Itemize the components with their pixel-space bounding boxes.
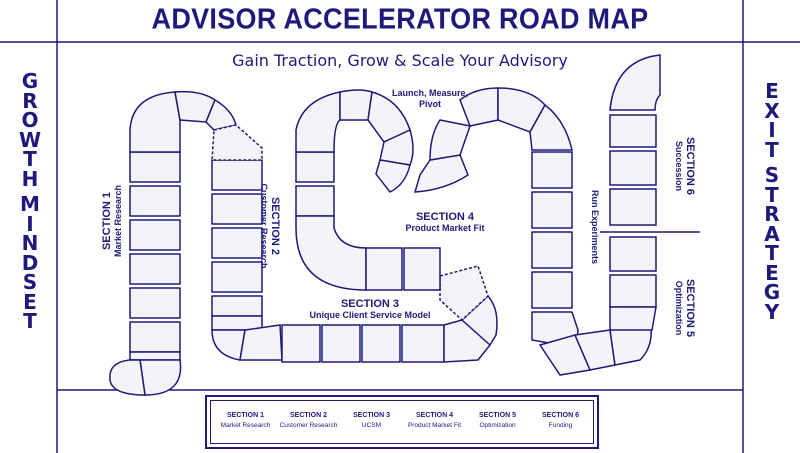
legend-heading: SECTION 5 — [479, 412, 516, 419]
side-letter: E — [765, 260, 779, 285]
section-5-6-track — [600, 54, 700, 331]
legend-item: SECTION 2 Customer Research — [276, 412, 341, 429]
legend-heading: SECTION 2 — [290, 412, 327, 419]
section-2-track — [211, 124, 263, 361]
section-1-label: SECTION 1 Market Research — [101, 171, 123, 271]
side-letter: E — [23, 289, 37, 314]
side-letter: I — [26, 211, 34, 236]
side-letter: M — [20, 192, 40, 216]
side-letter: H — [21, 166, 39, 191]
legend-heading: SECTION 4 — [416, 412, 453, 419]
launch-measure-pivot-label: Launch, Measure, Pivot — [391, 88, 469, 109]
section-6-sub: Succession — [674, 140, 684, 192]
legend-item: SECTION 3 UCSM — [339, 412, 404, 429]
side-letter: T — [765, 182, 779, 207]
section-3-heading: SECTION 3 — [340, 298, 400, 310]
section-2-heading: SECTION 2 — [269, 196, 281, 256]
section-4-label: SECTION 4 Product Market Fit — [385, 211, 505, 233]
section-1-sub: Market Research — [113, 184, 123, 258]
side-letter: S — [22, 270, 38, 294]
legend-heading: SECTION 3 — [353, 412, 390, 419]
section-5-heading: SECTION 5 — [684, 278, 696, 338]
side-letter: D — [21, 250, 39, 275]
side-letter: I — [768, 118, 776, 142]
run-experiments-text: Run Experiments — [590, 189, 600, 265]
page-title: ADVISOR ACCELERATOR ROAD MAP — [151, 3, 649, 35]
section-5-label: SECTION 5 Optimization — [674, 263, 696, 353]
legend-heading: SECTION 6 — [542, 412, 579, 419]
side-letter: T — [765, 241, 779, 265]
side-letter: G — [763, 280, 781, 304]
legend-sub: Customer Research — [279, 422, 338, 429]
legend-sub: Funding — [548, 422, 573, 429]
side-letter: Y — [764, 299, 780, 324]
side-letter: G — [21, 69, 39, 93]
side-letter: E — [765, 79, 779, 103]
side-letter: R — [764, 202, 780, 226]
side-letter: X — [764, 98, 780, 123]
section-4-heading: SECTION 4 — [415, 211, 475, 223]
section-4-track — [295, 87, 573, 291]
section-6-label: SECTION 6 Succession — [674, 121, 696, 211]
side-letter: R — [22, 88, 38, 113]
side-letter: N — [21, 231, 39, 255]
legend-item: SECTION 4 Product Market Fit — [402, 412, 467, 429]
section-4-right-track — [531, 151, 652, 376]
section-4-sub: Product Market Fit — [405, 223, 485, 233]
legend-item: SECTION 6 Funding — [528, 412, 593, 429]
legend-item: SECTION 1 Market Research — [213, 412, 278, 429]
side-letter: W — [18, 127, 42, 152]
side-letter: T — [23, 147, 37, 171]
section-3-label: SECTION 3 Unique Client Service Model — [285, 298, 455, 320]
legend-item: SECTION 5 Optimization — [465, 412, 530, 429]
section-5-sub: Optimization — [674, 280, 684, 336]
section-3-track — [239, 265, 498, 363]
legend-sub: UCSM — [361, 422, 382, 429]
legend-box: SECTION 1 Market Research SECTION 2 Cust… — [205, 395, 599, 449]
section-3-sub: Unique Client Service Model — [309, 310, 431, 320]
section-1-track — [109, 90, 237, 396]
section-2-sub: Customer Research — [259, 183, 269, 269]
side-letter: T — [23, 309, 37, 333]
legend-sub: Product Market Fit — [407, 422, 462, 429]
side-letter: T — [765, 137, 779, 162]
legend-sub: Market Research — [220, 422, 271, 429]
run-experiments-label: Run Experiments — [590, 177, 600, 277]
section-1-heading: SECTION 1 — [101, 191, 113, 251]
legend-heading: SECTION 1 — [227, 412, 264, 419]
side-letter: O — [21, 108, 39, 132]
legend-sub: Optimization — [479, 422, 516, 429]
page-subtitle: Gain Traction, Grow & Scale Your Advisor… — [232, 51, 568, 70]
section-6-heading: SECTION 6 — [684, 136, 696, 196]
section-2-label: SECTION 2 Customer Research — [259, 171, 281, 281]
side-letter: A — [764, 221, 780, 246]
legend-inner: SECTION 1 Market Research SECTION 2 Cust… — [210, 400, 594, 444]
side-letter: S — [764, 163, 780, 187]
